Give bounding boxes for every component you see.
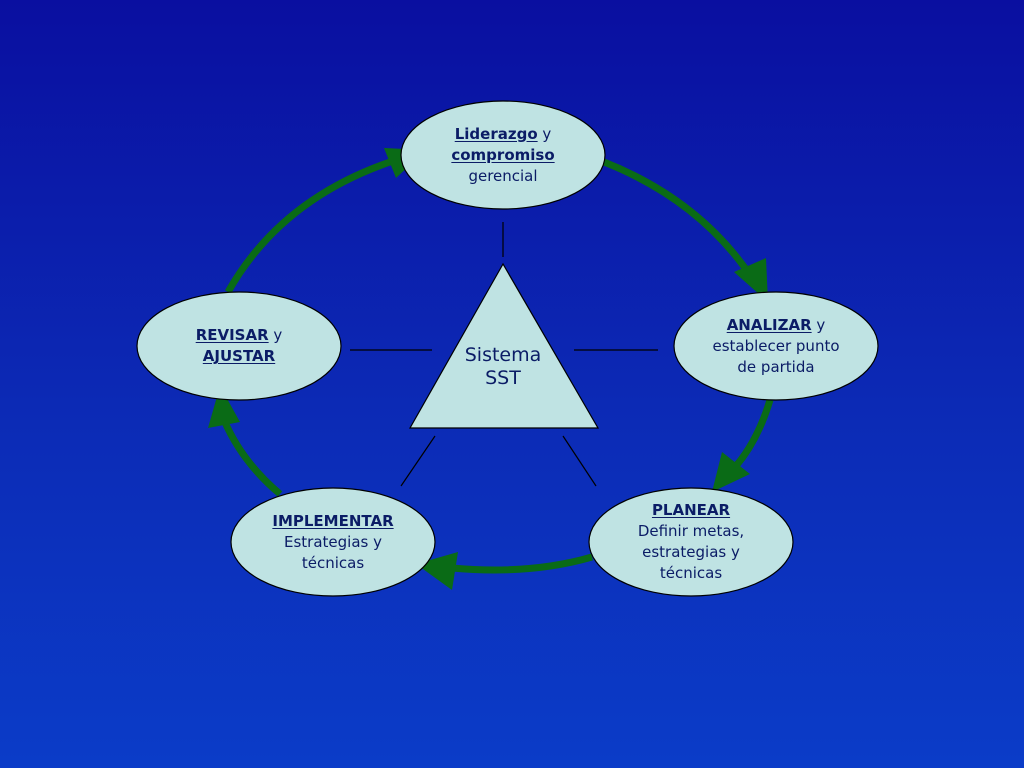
node-revisar-shape (136, 291, 342, 401)
node-implementar-line3: técnicas (301, 553, 365, 572)
node-liderazgo: Liderazgo y compromiso gerencial (413, 101, 593, 209)
node-analizar-line1: ANALIZAR y (727, 315, 826, 336)
connector-bottom-left (400, 435, 436, 487)
node-liderazgo-shape (400, 100, 606, 210)
node-revisar: REVISAR y AJUSTAR (149, 292, 329, 400)
node-revisar-line2: AJUSTAR (203, 346, 275, 367)
node-planear-line1: PLANEAR (652, 500, 730, 521)
node-planear-line3: estrategias y (642, 543, 740, 561)
node-implementar: IMPLEMENTAR Estrategias y técnicas (243, 488, 423, 596)
arrow-revisar-to-liderazgo (224, 158, 392, 294)
node-analizar-bold1: ANALIZAR (726, 315, 812, 334)
arrowhead-to-planear (712, 452, 750, 492)
arrowhead-to-revisar (208, 386, 240, 428)
arrow-planear-to-implementar (451, 553, 593, 574)
node-liderazgo-bold1: Liderazgo (454, 124, 538, 143)
cycle-arrows (220, 158, 774, 574)
node-analizar: ANALIZAR y establecer punto de partida (686, 292, 866, 400)
node-planear-line2: Definir metas, (637, 522, 745, 540)
node-planear-bold1: PLANEAR (651, 501, 731, 519)
node-liderazgo-line3: gerencial (468, 166, 538, 185)
node-implementar-shape (230, 487, 436, 597)
sst-triangle (408, 262, 600, 429)
node-analizar-line3: de partida (737, 357, 815, 376)
node-planear-shape (588, 487, 794, 597)
node-analizar-line2: establecer punto (712, 336, 840, 355)
node-liderazgo-line1: Liderazgo y (455, 124, 552, 145)
arrowhead-to-analizar (734, 258, 768, 302)
node-planear: PLANEAR Definir metas, estrategias y téc… (601, 488, 781, 596)
node-liderazgo-bold2: compromiso (451, 145, 555, 164)
node-revisar-bold1: REVISAR (195, 326, 269, 344)
node-implementar-bold1: IMPLEMENTAR (272, 511, 394, 530)
arrow-implementar-to-revisar (220, 418, 283, 497)
node-liderazgo-line2: compromiso (451, 145, 554, 166)
arrow-analizar-to-planear (733, 398, 774, 469)
node-revisar-text1: y (268, 326, 283, 344)
center-label-line1: Sistema (464, 344, 542, 366)
node-liderazgo-text1: y (537, 124, 552, 143)
connector-bottom-right (562, 435, 597, 487)
node-implementar-line2: Estrategias y (284, 532, 382, 551)
node-implementar-line1: IMPLEMENTAR (272, 511, 393, 532)
node-revisar-bold2: AJUSTAR (202, 347, 276, 365)
center-label-line2: SST (485, 367, 521, 389)
node-analizar-text1: y (811, 315, 826, 334)
node-analizar-shape (673, 291, 879, 401)
node-planear-line4: técnicas (659, 564, 723, 582)
center-label: Sistema SST (443, 344, 563, 390)
node-revisar-line1: REVISAR y (196, 325, 283, 346)
arrow-liderazgo-to-analizar (602, 158, 755, 280)
